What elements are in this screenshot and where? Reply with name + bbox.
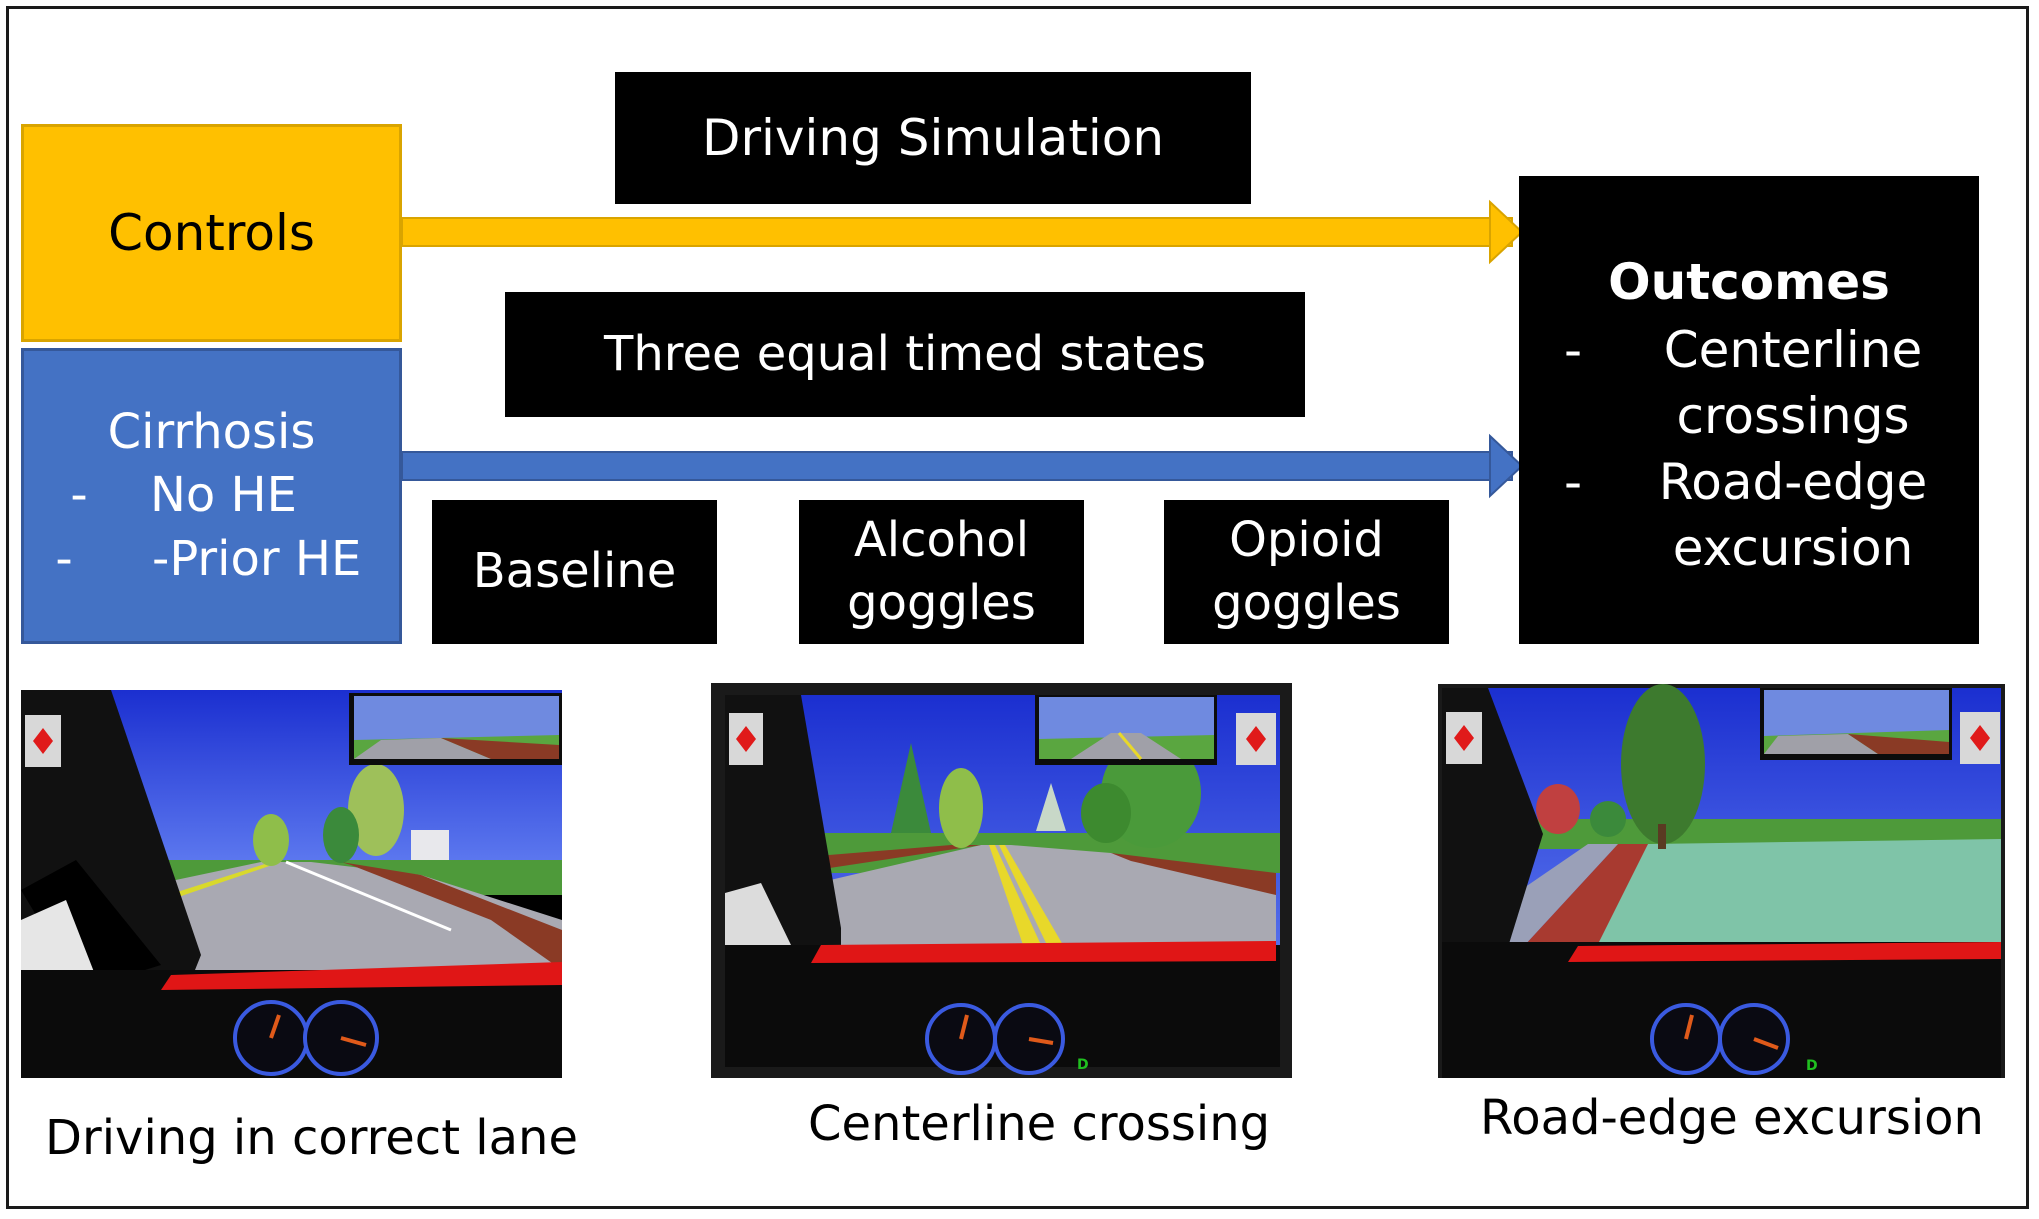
diamond-icon (33, 728, 53, 754)
outcomes-title: Outcomes (1608, 253, 1890, 311)
speedometer-icon (925, 1003, 997, 1075)
caption-correct-lane: Driving in correct lane (45, 1110, 578, 1166)
state-alcohol-box: Alcohol goggles (799, 500, 1084, 644)
diamond-icon (1454, 725, 1474, 751)
state-baseline-box: Baseline (432, 500, 717, 644)
controls-label: Controls (108, 204, 315, 262)
gear-indicator: D (1806, 1058, 1818, 1074)
cirrhosis-arrow (401, 433, 1524, 499)
tree-icon (891, 738, 1201, 848)
diamond-icon (1970, 725, 1990, 751)
outcome-item: crossings (1519, 383, 1979, 449)
three-states-label: Three equal timed states (604, 325, 1206, 382)
tree-icon (1536, 684, 1705, 849)
bullet-dash: - (55, 530, 73, 587)
outcome-label: Centerline (1663, 321, 1923, 379)
cirrhosis-item: - -Prior HE (24, 528, 399, 591)
diamond-icon (1246, 726, 1266, 752)
simulator-screenshot-road-edge: D (1438, 684, 2005, 1078)
outcome-label: excursion (1672, 519, 1914, 577)
figure-frame (6, 6, 2029, 1209)
outcome-label: Road-edge (1658, 453, 1928, 511)
cirrhosis-box: Cirrhosis - No HE - -Prior HE (21, 348, 402, 644)
diamond-icon (736, 726, 756, 752)
controls-arrow (401, 199, 1524, 265)
tachometer-icon (993, 1003, 1065, 1075)
outcomes-box: Outcomes - Centerline crossings - Road-e… (1519, 176, 1979, 644)
tachometer-icon (303, 1000, 379, 1076)
state-label: Baseline (472, 543, 677, 600)
caption-centerline: Centerline crossing (808, 1096, 1271, 1152)
cirrhosis-item-label: -Prior HE (152, 530, 362, 587)
caption-road-edge: Road-edge excursion (1480, 1090, 1984, 1146)
state-opioid-box: Opioid goggles (1164, 500, 1449, 644)
state-label: goggles (847, 575, 1036, 631)
tachometer-icon (1718, 1003, 1790, 1075)
bullet-dash: - (70, 467, 88, 524)
speedometer-icon (1650, 1003, 1722, 1075)
driving-simulation-label: Driving Simulation (701, 109, 1165, 167)
speedometer-icon (233, 1000, 309, 1076)
bullet-dash: - (1563, 321, 1583, 379)
cirrhosis-item: - No HE (24, 464, 399, 527)
state-label: goggles (1212, 575, 1401, 631)
outcome-item: excursion (1519, 515, 1979, 581)
outcome-label: crossings (1676, 387, 1910, 445)
tree-icon (253, 764, 449, 866)
state-label: Alcohol (853, 511, 1030, 568)
controls-box: Controls (21, 124, 402, 342)
driving-simulation-box: Driving Simulation (615, 72, 1251, 204)
cirrhosis-title: Cirrhosis (107, 403, 316, 460)
outcome-item: - Road-edge (1519, 449, 1979, 515)
three-states-box: Three equal timed states (505, 292, 1305, 417)
simulator-screenshot-centerline: D (711, 683, 1292, 1078)
bullet-dash: - (1563, 453, 1583, 511)
outcome-item: - Centerline (1519, 317, 1979, 383)
state-label: Opioid (1229, 511, 1384, 568)
simulator-screenshot-correct-lane (21, 690, 562, 1078)
gear-indicator: D (1077, 1057, 1089, 1073)
cirrhosis-item-label: No HE (150, 467, 297, 524)
